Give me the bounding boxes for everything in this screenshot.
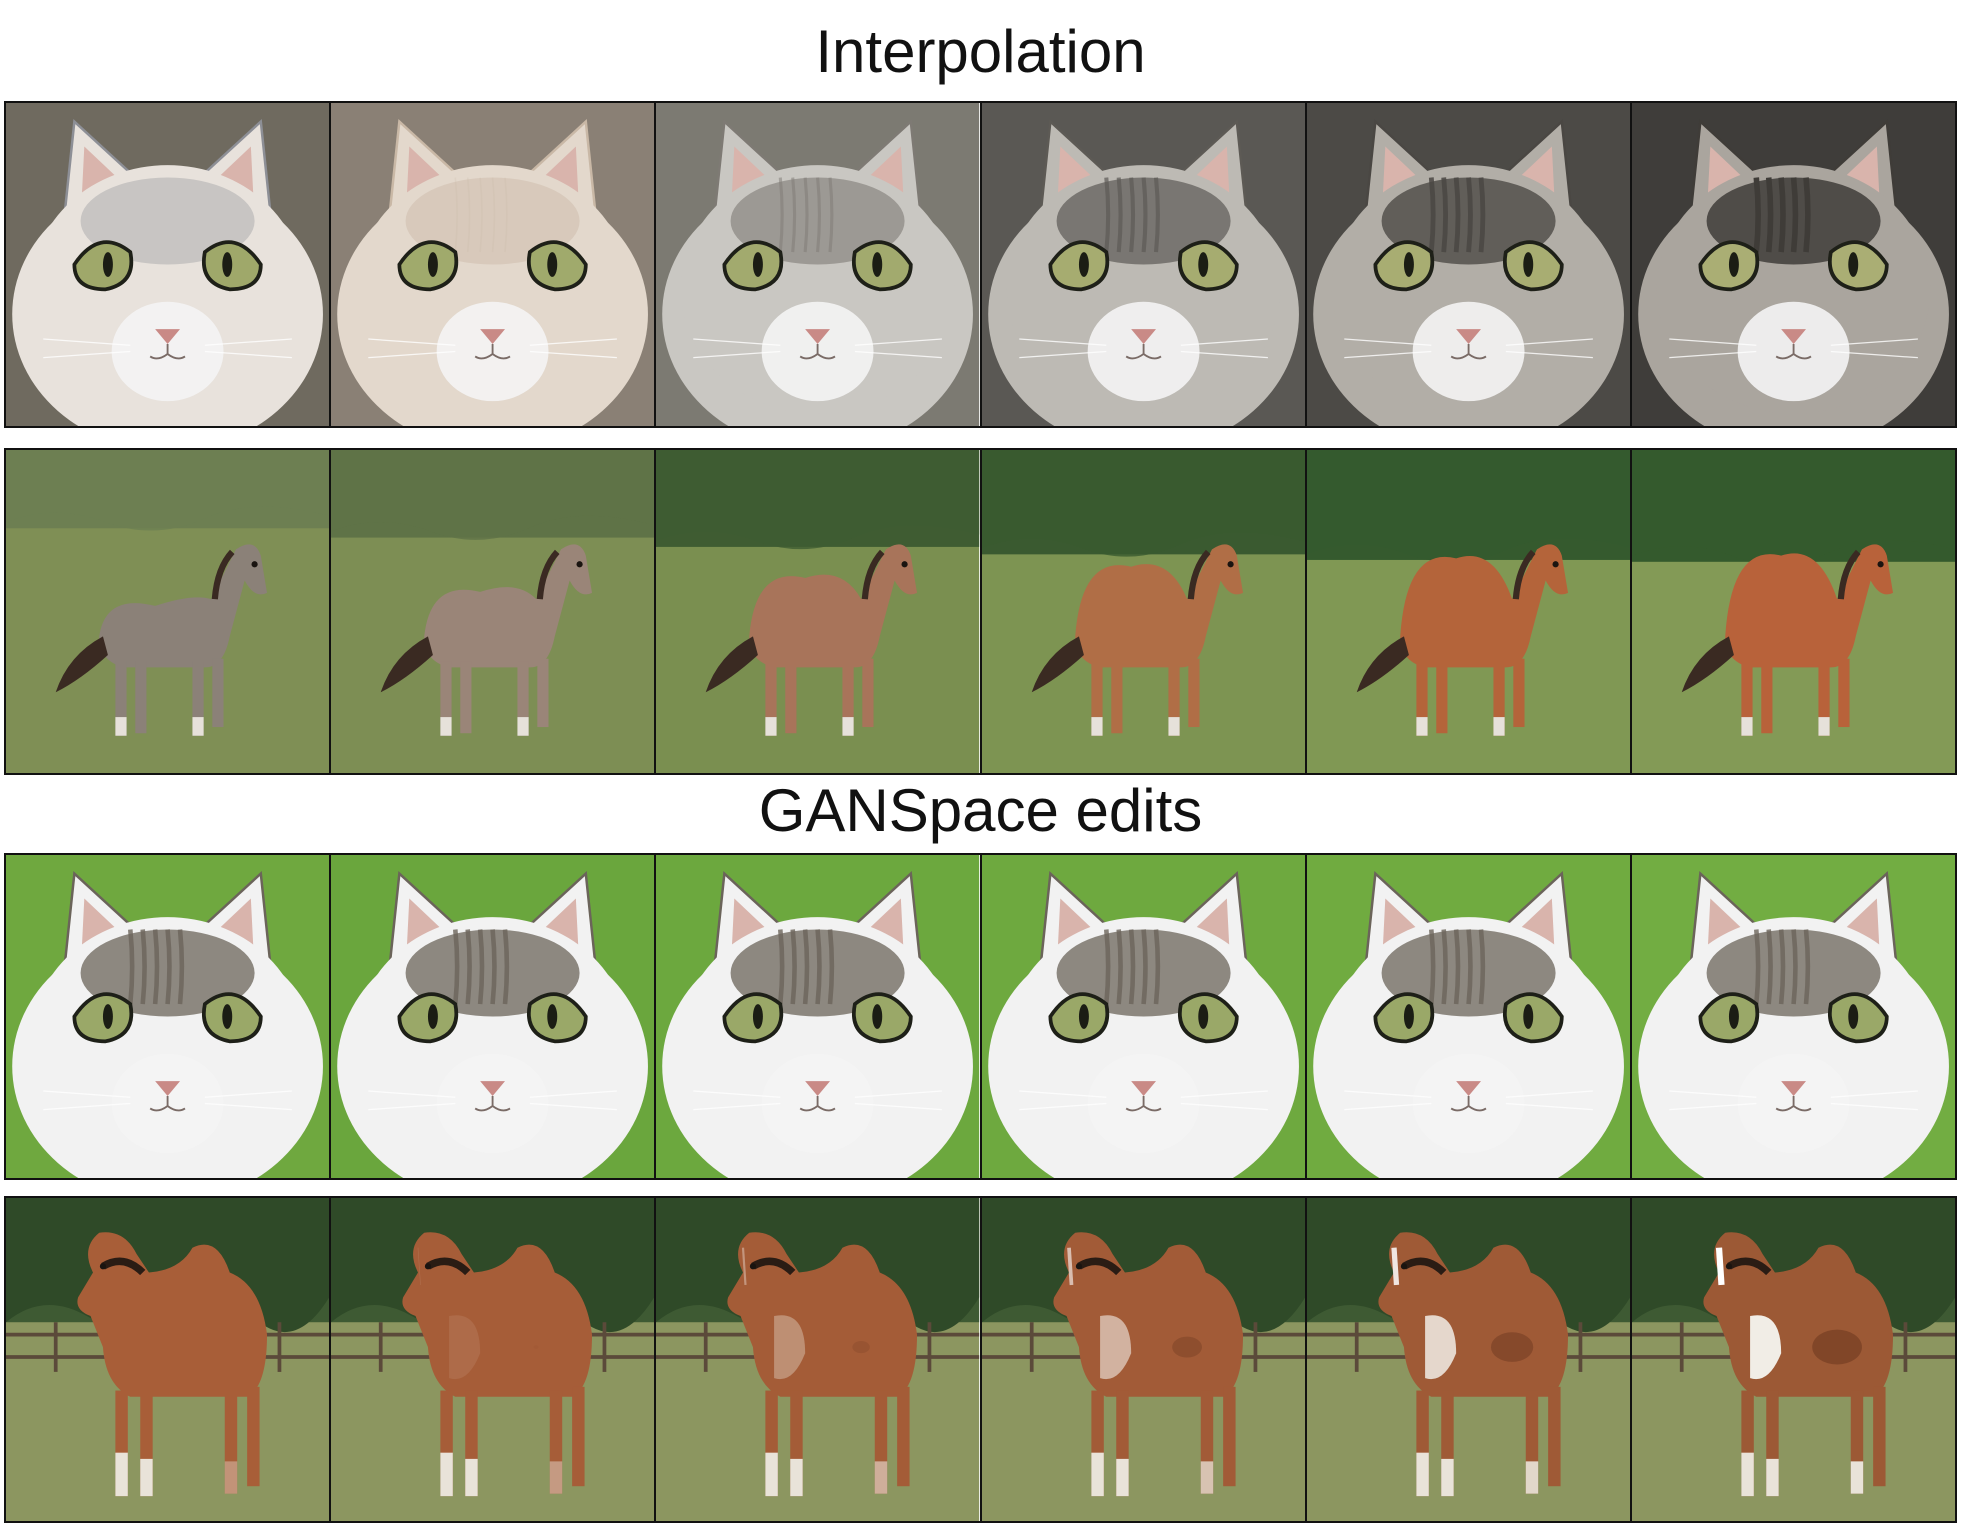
horse-interpolation-frame-5	[1306, 450, 1632, 773]
horse-ganspace-frame-4	[981, 1198, 1307, 1521]
horse-image	[981, 450, 1305, 773]
horse-interpolation-strip	[4, 448, 1957, 775]
horse-interpolation-frame-4	[981, 450, 1307, 773]
horse-ganspace-frame-3	[656, 1198, 982, 1521]
horse-interpolation-frame-2	[331, 450, 657, 773]
cat-interpolation-frame-5	[1306, 103, 1632, 426]
cat-ganspace-strip	[4, 853, 1957, 1180]
horse-image	[6, 450, 330, 773]
cat-interpolation-frame-4	[981, 103, 1307, 426]
horse-image	[331, 450, 655, 773]
cat-ganspace-frame-1	[6, 855, 332, 1178]
cat-image	[6, 103, 330, 426]
horse-image	[1306, 450, 1630, 773]
horse-interpolation-frame-3	[656, 450, 982, 773]
cat-image	[1631, 855, 1956, 1178]
horse-interpolation-frame-6	[1631, 450, 1956, 773]
horse-image	[981, 1198, 1305, 1521]
cat-ganspace-frame-5	[1306, 855, 1632, 1178]
horse-image	[1306, 1198, 1630, 1521]
horse-interpolation-frame-1	[6, 450, 332, 773]
cat-ganspace-frame-2	[331, 855, 657, 1178]
cat-image	[6, 855, 330, 1178]
horse-image	[6, 1198, 330, 1521]
horse-ganspace-frame-2	[331, 1198, 657, 1521]
cat-ganspace-frame-4	[981, 855, 1307, 1178]
cat-interpolation-frame-1	[6, 103, 332, 426]
horse-image	[1631, 1198, 1956, 1521]
horse-image	[656, 450, 980, 773]
cat-image	[981, 103, 1305, 426]
cat-image	[981, 855, 1305, 1178]
cat-ganspace-frame-6	[1631, 855, 1956, 1178]
horse-image	[1631, 450, 1956, 773]
horse-ganspace-frame-6	[1631, 1198, 1956, 1521]
horse-ganspace-strip	[4, 1196, 1957, 1523]
horse-ganspace-frame-5	[1306, 1198, 1632, 1521]
cat-image	[1306, 103, 1630, 426]
cat-image	[1631, 103, 1956, 426]
cat-image	[331, 103, 655, 426]
cat-image	[656, 103, 980, 426]
ganspace-edits-heading: GANSpace edits	[758, 777, 1203, 844]
cat-interpolation-frame-2	[331, 103, 657, 426]
cat-interpolation-frame-3	[656, 103, 982, 426]
cat-image	[1306, 855, 1630, 1178]
cat-image	[656, 855, 980, 1178]
horse-image	[331, 1198, 655, 1521]
cat-image	[331, 855, 655, 1178]
horse-ganspace-frame-1	[6, 1198, 332, 1521]
cat-interpolation-strip	[4, 101, 1957, 428]
cat-ganspace-frame-3	[656, 855, 982, 1178]
interpolation-heading: Interpolation	[815, 18, 1146, 85]
horse-image	[656, 1198, 980, 1521]
cat-interpolation-frame-6	[1631, 103, 1956, 426]
